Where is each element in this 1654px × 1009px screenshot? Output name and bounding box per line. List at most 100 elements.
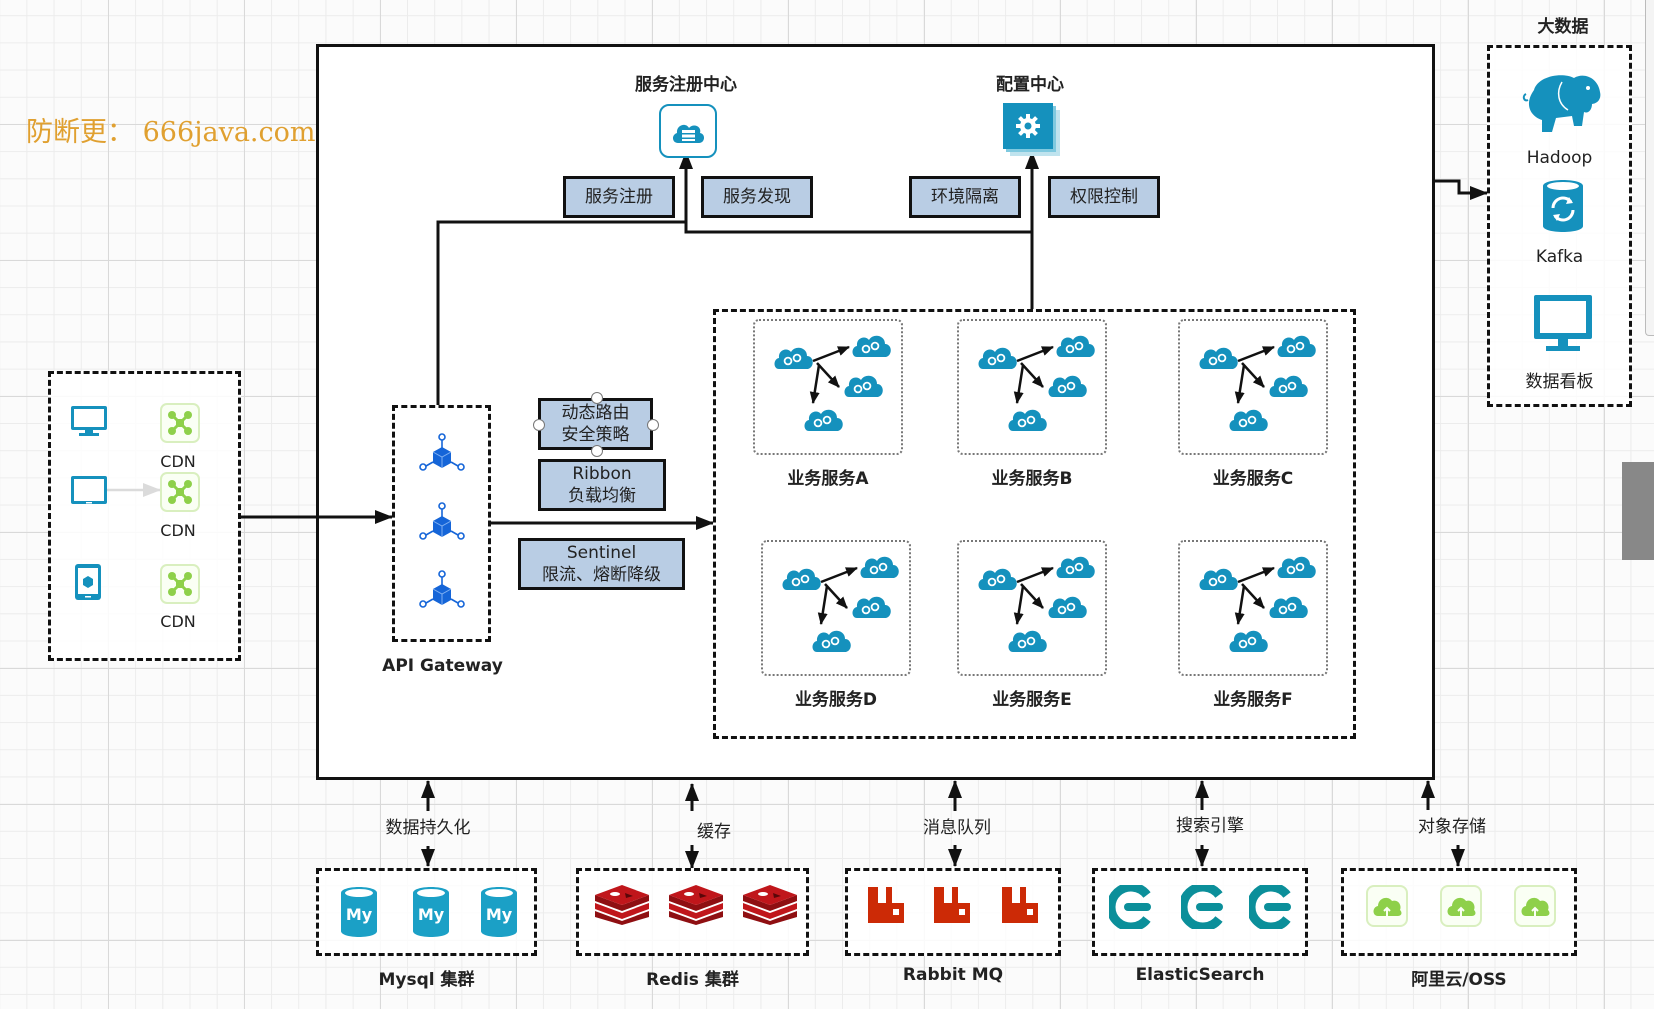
- rabbitmq-instance[interactable]: [866, 885, 906, 929]
- business-service-node[interactable]: [1178, 540, 1328, 676]
- registry-center-node[interactable]: [659, 104, 717, 158]
- edge-main-bigdata: [1435, 179, 1488, 200]
- cdn-label: CDN: [160, 612, 196, 631]
- microservice-cloud-cluster-icon: [978, 556, 1095, 652]
- feature-line: Sentinel: [566, 543, 637, 563]
- infra-cluster-box: [1092, 868, 1308, 956]
- rabbitmq-icon: [934, 887, 970, 923]
- feature-line: 限流、熔断降级: [542, 565, 661, 585]
- elasticsearch-icon: [1178, 882, 1223, 932]
- oss-cloud-instance[interactable]: [1514, 885, 1556, 927]
- elasticsearch-instance[interactable]: [1106, 882, 1153, 933]
- bigdata-item-label: Kafka: [1535, 247, 1584, 267]
- business-service-node[interactable]: [1178, 319, 1328, 455]
- feature-line: Ribbon: [572, 464, 632, 484]
- kafka-sync-cylinder-icon[interactable]: [1541, 178, 1585, 234]
- infra-cluster-label: ElasticSearch: [1135, 965, 1265, 985]
- selection-handle[interactable]: [647, 419, 659, 431]
- tablet-icon[interactable]: [74, 563, 102, 601]
- microservice-cloud-cluster-icon: [1199, 556, 1316, 652]
- feature-access-control[interactable]: 权限控制: [1048, 176, 1160, 218]
- infra-cluster-label: 阿里云/OSS: [1411, 970, 1507, 990]
- infra-cluster-label: Redis 集群: [646, 970, 739, 990]
- redis-instance[interactable]: [593, 885, 651, 929]
- feature-service-register[interactable]: 服务注册: [563, 176, 675, 218]
- oss-cloud-instance[interactable]: [1366, 885, 1408, 927]
- selection-handle[interactable]: [591, 445, 603, 457]
- hadoop-elephant-icon[interactable]: [1522, 70, 1604, 138]
- feature-service-discovery[interactable]: 服务发现: [701, 176, 813, 218]
- svg-text:My: My: [486, 905, 513, 924]
- business-service-node[interactable]: [957, 319, 1107, 455]
- bigdata-item-label: Hadoop: [1526, 148, 1593, 168]
- business-service-label: 业务服务F: [1213, 690, 1293, 710]
- business-service-node[interactable]: [957, 540, 1107, 676]
- redis-instance[interactable]: [667, 885, 725, 929]
- business-service-node[interactable]: [753, 319, 903, 455]
- cdn-label: CDN: [160, 521, 196, 540]
- gateway-node-icon[interactable]: [418, 570, 466, 612]
- redis-icon: [595, 885, 649, 925]
- rabbitmq-instance[interactable]: [932, 885, 972, 929]
- business-service-label: 业务服务E: [992, 690, 1072, 710]
- infra-cluster-box: [1341, 868, 1577, 956]
- cdn-label: CDN: [160, 452, 196, 471]
- cdn-node[interactable]: [160, 403, 200, 443]
- business-service-label: 业务服务A: [787, 469, 869, 489]
- mysql-icon: My: [481, 887, 517, 937]
- business-service-label: 业务服务B: [991, 469, 1073, 489]
- mysql-icon: My: [341, 887, 377, 937]
- cdn-network-icon: [168, 480, 192, 504]
- selection-handle[interactable]: [533, 419, 545, 431]
- cdn-node[interactable]: [160, 472, 200, 512]
- microservice-cloud-cluster-icon: [1199, 335, 1316, 431]
- redis-icon: [669, 885, 723, 925]
- scrollbar-track[interactable]: [1645, 0, 1654, 336]
- infra-cluster-box: [845, 868, 1061, 956]
- elasticsearch-instance[interactable]: [1246, 882, 1293, 933]
- business-service-label: 业务服务C: [1212, 469, 1294, 489]
- bigdata-item-label: 数据看板: [1525, 372, 1594, 392]
- feature-dynamic-routing[interactable]: 动态路由安全策略: [538, 398, 653, 450]
- redis-instance[interactable]: [741, 885, 799, 929]
- microservice-cloud-cluster-icon: [978, 335, 1095, 431]
- redis-icon: [743, 885, 797, 925]
- gateway-node-icon[interactable]: [418, 433, 466, 475]
- cdn-node[interactable]: [160, 564, 200, 604]
- registry-title: 服务注册中心: [635, 75, 737, 95]
- rabbitmq-instance[interactable]: [1000, 885, 1040, 929]
- elasticsearch-icon: [1246, 882, 1291, 932]
- config-center-node[interactable]: [1003, 103, 1053, 149]
- mysql-instance[interactable]: My: [479, 885, 519, 943]
- gear-icon: [1016, 114, 1040, 138]
- scrollbar-thumb[interactable]: [1622, 462, 1654, 560]
- business-service-node[interactable]: [761, 540, 911, 676]
- elasticsearch-instance[interactable]: [1178, 882, 1225, 933]
- feature-env-isolation[interactable]: 环境隔离: [909, 176, 1021, 218]
- feature-line: 安全策略: [561, 425, 630, 445]
- infra-cluster-label: Mysql 集群: [378, 970, 475, 990]
- mysql-icon: My: [413, 887, 449, 937]
- mysql-instance[interactable]: My: [411, 885, 451, 943]
- elasticsearch-icon: [1106, 882, 1151, 932]
- infra-cluster-label: Rabbit MQ: [902, 965, 1004, 985]
- rabbitmq-icon: [1002, 887, 1038, 923]
- monitor-icon[interactable]: [1532, 293, 1594, 355]
- api-gateway-label: API Gateway: [382, 656, 503, 676]
- oss-cloud-instance[interactable]: [1440, 885, 1482, 927]
- gateway-node-icon[interactable]: [418, 502, 466, 544]
- infra-edge-label: 对象存储: [1418, 817, 1486, 837]
- feature-line: 动态路由: [561, 403, 630, 423]
- laptop-screen-icon[interactable]: [70, 475, 108, 507]
- infra-cluster-box: [576, 868, 809, 956]
- selection-handle[interactable]: [591, 392, 603, 404]
- desktop-monitor-icon[interactable]: [70, 405, 108, 437]
- business-service-label: 业务服务D: [794, 690, 878, 710]
- rabbitmq-icon: [868, 887, 904, 923]
- mysql-instance[interactable]: My: [339, 885, 379, 943]
- oss-cloud-icon: [1514, 885, 1556, 927]
- oss-cloud-icon: [1366, 885, 1408, 927]
- cdn-network-icon: [168, 572, 192, 596]
